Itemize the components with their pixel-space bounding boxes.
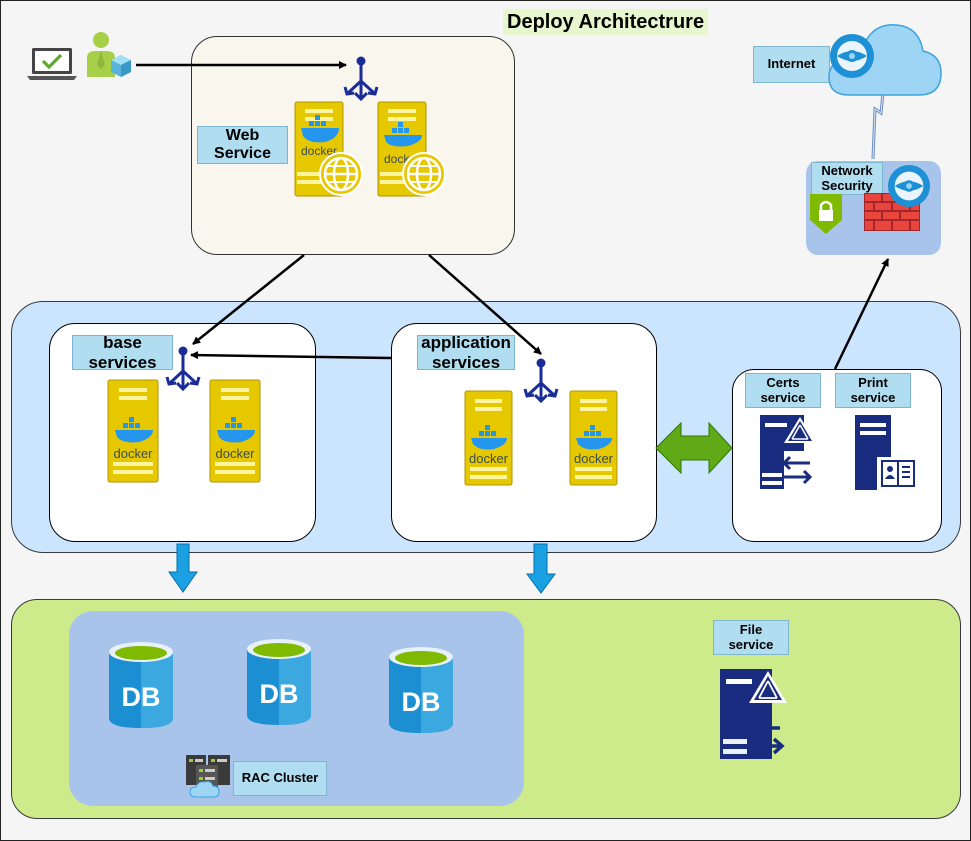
- base-to-db-arrow: [168, 543, 198, 593]
- web-service-label: Web Service: [197, 126, 288, 164]
- certs-server-icon: [760, 415, 818, 489]
- docker-server-icon: docker: [209, 379, 261, 483]
- svg-text:docker: docker: [113, 446, 153, 461]
- load-balancer-icon: [523, 358, 559, 404]
- laptop-check-icon: [27, 48, 77, 80]
- load-balancer-icon: [343, 56, 379, 102]
- svg-text:DB: DB: [402, 687, 441, 717]
- docker-web-server-icon: docker: [294, 101, 363, 197]
- base-services-label: base services: [72, 333, 173, 372]
- application-services-label: application services: [417, 333, 515, 372]
- docker-server-icon: docker: [569, 390, 618, 486]
- rac-cluster-label: RAC Cluster: [233, 761, 327, 796]
- certs-service-label: Certs service: [745, 373, 821, 408]
- database-icon: DB: [389, 647, 453, 733]
- diagram-title: Deploy Architectrure: [503, 9, 709, 35]
- svg-text:docker: docker: [574, 451, 614, 466]
- svg-text:docker: docker: [469, 451, 509, 466]
- database-icon: DB: [247, 639, 311, 725]
- docker-web-server-icon: docker: [377, 101, 446, 197]
- svg-text:docker: docker: [301, 144, 337, 158]
- user-icon: [87, 32, 131, 77]
- certs-to-network-security-arrow: [833, 258, 890, 370]
- docker-server-icon: docker: [107, 379, 159, 483]
- docker-server-icon: docker: [464, 390, 513, 486]
- print-server-icon: [855, 415, 919, 490]
- server-cluster-icon: [186, 755, 230, 798]
- web-to-application-arrow: [428, 254, 542, 355]
- internet-label: Internet: [753, 46, 830, 83]
- globe-icon: [830, 34, 874, 78]
- firewall-icon: [864, 193, 920, 231]
- web-to-base-arrow: [192, 254, 305, 345]
- file-service-label: File service: [713, 620, 789, 655]
- file-server-icon: [720, 669, 787, 759]
- svg-text:docker: docker: [215, 446, 255, 461]
- globe-icon: [887, 164, 931, 208]
- application-to-db-arrow: [526, 543, 556, 594]
- svg-text:DB: DB: [122, 682, 161, 712]
- application-to-base-arrow: [190, 351, 392, 360]
- svg-text:DB: DB: [260, 679, 299, 709]
- print-service-label: Print service: [835, 373, 911, 408]
- database-icon: DB: [109, 642, 173, 728]
- load-balancer-icon: [165, 346, 201, 392]
- network-security-label: Network Security: [811, 162, 883, 195]
- lock-shield-icon: [810, 194, 842, 234]
- application-certs-double-arrow: [655, 421, 733, 475]
